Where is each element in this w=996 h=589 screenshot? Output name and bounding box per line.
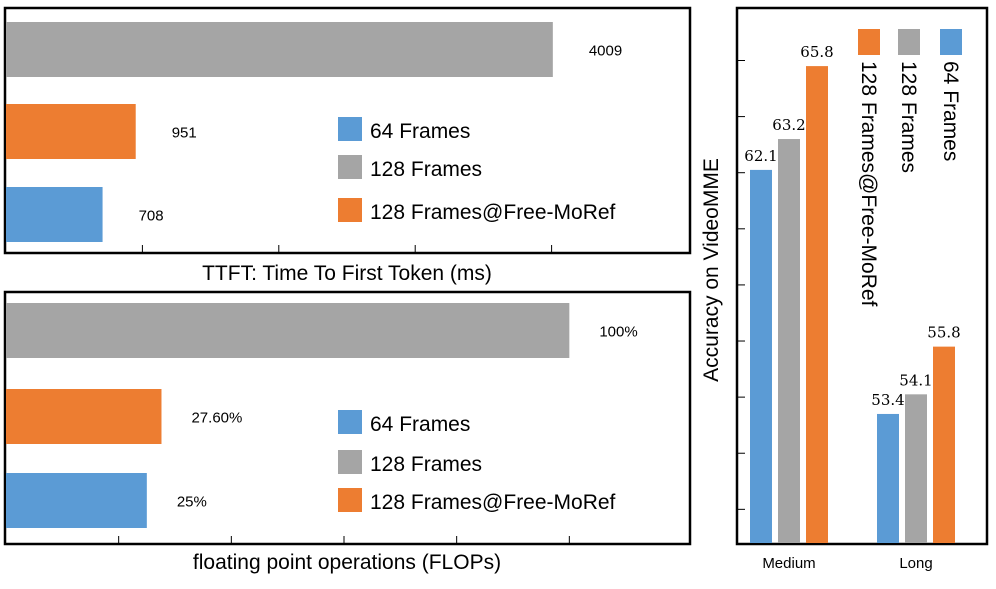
accuracy-legend-label-64-frames: 64 Frames	[939, 61, 962, 161]
flops-tick-marks	[118, 536, 570, 543]
data-label-128-frames: 100%	[599, 324, 637, 341]
data-label-medium-128-frames: 63.2	[772, 116, 805, 134]
data-label-128-frames-free-moref: 951	[172, 125, 197, 142]
bar-128-frames	[6, 22, 553, 77]
bar-64-frames	[6, 473, 147, 528]
ttft-legend-swatch-free-moref	[338, 198, 362, 222]
data-label-medium-64-frames: 62.1	[744, 147, 777, 165]
bar-long-128-frames	[905, 394, 927, 543]
accuracy-legend-label-free-moref: 128 Frames@Free-MoRef	[857, 61, 880, 307]
accuracy-panel: 62.1 63.2 65.8 53.4 54.1 55.8 Accuracy on Vid…	[700, 6, 989, 572]
bar-128-frames-free-moref	[6, 104, 136, 159]
bar-medium-128-frames	[778, 139, 800, 543]
flops-x-axis-label: floating point operations (FLOPs)	[193, 551, 501, 574]
bar-medium-128-frames-free-moref	[806, 66, 828, 544]
flops-frame	[3, 290, 692, 546]
data-label-64-frames: 25%	[177, 494, 207, 511]
ttft-panel: 4009 951 708 64 Frames 128 Frames 128 Fram…	[3, 6, 692, 285]
accuracy-legend-label-128-frames: 128 Frames	[897, 61, 920, 173]
accuracy-legend-swatch-64-frames	[940, 29, 962, 55]
accuracy-legend-swatch-free-moref	[858, 29, 880, 55]
ttft-legend-swatch-64-frames	[338, 117, 362, 141]
accuracy-legend: 128 Frames@Free-MoRef 128 Frames 64 Fram…	[857, 29, 962, 307]
bar-long-128-frames-free-moref	[933, 346, 955, 543]
accuracy-legend-swatch-128-frames	[898, 29, 920, 55]
data-label-long-64-frames: 53.4	[871, 391, 904, 409]
data-label-64-frames: 708	[139, 208, 164, 225]
data-label-long-128-frames: 54.1	[899, 371, 932, 389]
ttft-legend-swatch-128-frames	[338, 155, 362, 179]
flops-legend: 64 Frames 128 Frames 128 Frames@Free-MoR…	[338, 410, 616, 514]
accuracy-y-axis-label: Accuracy on VideoMME	[700, 158, 723, 382]
ttft-bars: 4009 951 708	[6, 22, 622, 242]
data-label-128-frames: 4009	[589, 43, 622, 60]
bar-64-frames	[6, 187, 103, 242]
flops-legend-label-free-moref: 128 Frames@Free-MoRef	[370, 491, 616, 514]
data-label-long-128-frames-free-moref: 55.8	[927, 324, 960, 342]
data-label-medium-128-frames-free-moref: 65.8	[800, 43, 833, 61]
ttft-frame	[3, 6, 692, 255]
accuracy-y-tick-marks	[738, 59, 745, 510]
ttft-x-axis-label: TTFT: Time To First Token (ms)	[202, 262, 492, 285]
accuracy-bars: 62.1 63.2 65.8 53.4 54.1 55.8	[744, 43, 961, 544]
flops-bars: 100% 27.60% 25%	[6, 303, 638, 528]
ttft-tick-marks	[141, 245, 553, 252]
flops-legend-label-64-frames: 64 Frames	[370, 413, 470, 436]
flops-legend-swatch-64-frames	[338, 410, 362, 434]
flops-legend-label-128-frames: 128 Frames	[370, 453, 482, 476]
data-label-128-frames-free-moref: 27.60%	[191, 410, 242, 427]
ttft-legend-label-64-frames: 64 Frames	[370, 120, 470, 143]
accuracy-category-long: Long	[899, 555, 932, 572]
accuracy-frame	[735, 6, 989, 546]
bar-128-frames-free-moref	[6, 389, 162, 444]
accuracy-category-medium: Medium	[762, 555, 815, 572]
flops-legend-swatch-free-moref	[338, 488, 362, 512]
bar-medium-64-frames	[750, 169, 772, 543]
flops-legend-swatch-128-frames	[338, 450, 362, 474]
bar-128-frames	[6, 303, 570, 358]
flops-panel: 100% 27.60% 25% 64 Frames 128 Frames 128 F…	[3, 290, 692, 574]
bar-long-64-frames	[877, 413, 899, 543]
ttft-legend-label-128-frames: 128 Frames	[370, 158, 482, 181]
ttft-legend-label-free-moref: 128 Frames@Free-MoRef	[370, 201, 616, 224]
ttft-legend: 64 Frames 128 Frames 128 Frames@Free-MoR…	[338, 117, 616, 224]
